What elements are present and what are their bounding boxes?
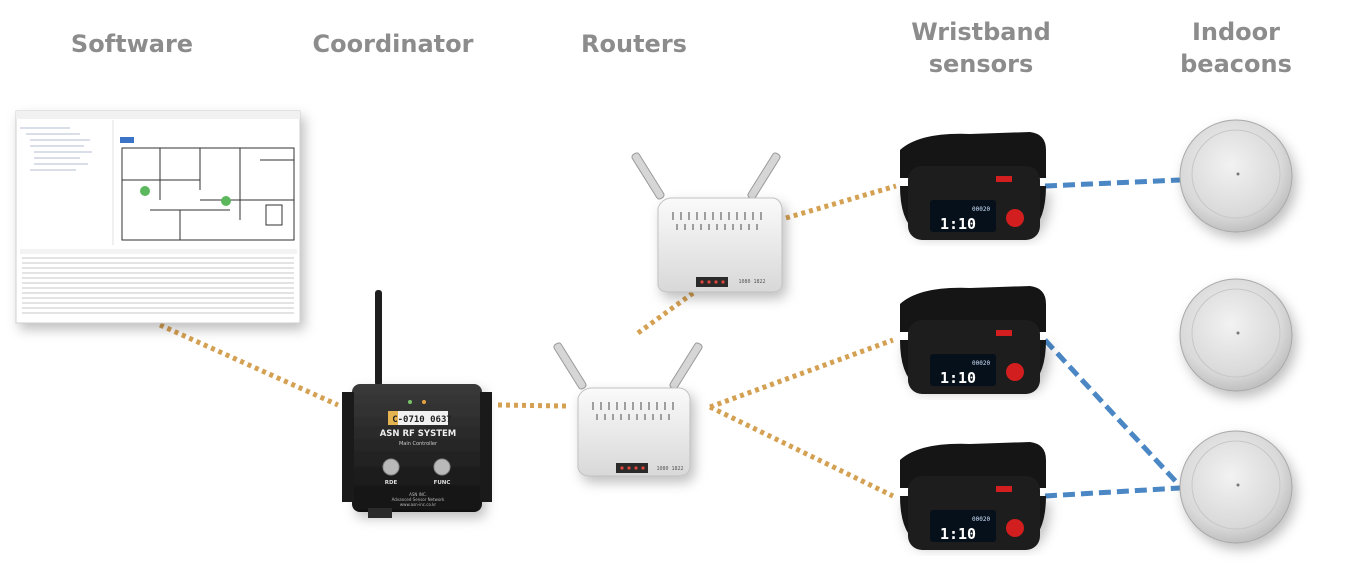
- indoor-beacon-1: [1179, 119, 1293, 233]
- wristband-sensor-3: 00020 1:10: [900, 442, 1046, 550]
- coordinator-button-func-label: FUNC: [434, 480, 451, 486]
- link-router-lower-router-upper: [636, 285, 702, 336]
- wristband-3-time: 1:10: [940, 525, 976, 543]
- link-coordinator-router-lower: [497, 402, 567, 409]
- coordinator-name: ASN RF SYSTEM: [380, 429, 457, 439]
- software-screenshot: [15, 110, 301, 324]
- coordinator-antenna: [375, 290, 382, 386]
- router-lower: 1080 1822: [553, 342, 703, 477]
- coordinator-footer-2: Advanced Sensor Network: [392, 497, 445, 502]
- heading-indoor-beacons: Indoor beacons: [1180, 18, 1292, 78]
- wristband-3-counter: 00020: [972, 516, 990, 523]
- coordinator-button-rde-label: RDE: [385, 480, 398, 486]
- link-router-lower-wristband-3: [708, 404, 895, 499]
- wristband-1-time: 1:10: [940, 215, 976, 233]
- link-wristband-1-beacon-1: [1044, 177, 1181, 189]
- links-orange: [158, 183, 897, 499]
- wristband-2-time: 1:10: [940, 369, 976, 387]
- links-blue: [1043, 177, 1182, 499]
- heading-software: Software: [70, 30, 194, 58]
- link-wristband-2-beacon-3: [1043, 338, 1182, 488]
- router-upper: 1080 1822: [631, 152, 783, 293]
- coordinator-footer-3: www.asn-inc.co.kr: [400, 502, 437, 507]
- wristband-2-counter: 00020: [972, 360, 990, 367]
- coordinator-subtitle: Main Controller: [399, 441, 438, 447]
- heading-wristband-sensors: Wristband sensors: [911, 18, 1051, 78]
- coordinator-button-func: [433, 458, 451, 476]
- heading-routers: Routers: [581, 30, 687, 58]
- heading-coordinator: Coordinator: [312, 30, 474, 58]
- coordinator-footer-1: ASN INC.: [409, 492, 427, 497]
- wristband-sensor-1: 00020 1:10: [900, 132, 1046, 240]
- link-router-upper-wristband-1: [785, 183, 897, 221]
- wristband-sensor-2: 00020 1:10: [900, 286, 1046, 394]
- router-lower-label: 1080 1822: [656, 466, 683, 472]
- link-software-coordinator: [158, 322, 340, 408]
- router-upper-label: 1080 1822: [738, 279, 765, 285]
- indoor-beacon-2: [1179, 278, 1293, 392]
- link-wristband-3-beacon-3: [1044, 485, 1181, 499]
- wristband-1-counter: 00020: [972, 206, 990, 213]
- indoor-beacon-3: [1179, 430, 1293, 544]
- coordinator-button-rde: [382, 458, 400, 476]
- coordinator-serial: C-0710 0637: [392, 415, 452, 425]
- coordinator-device: C-0710 0637 ASN RF SYSTEM Main Controlle…: [342, 290, 492, 518]
- link-router-lower-wristband-2: [709, 337, 894, 410]
